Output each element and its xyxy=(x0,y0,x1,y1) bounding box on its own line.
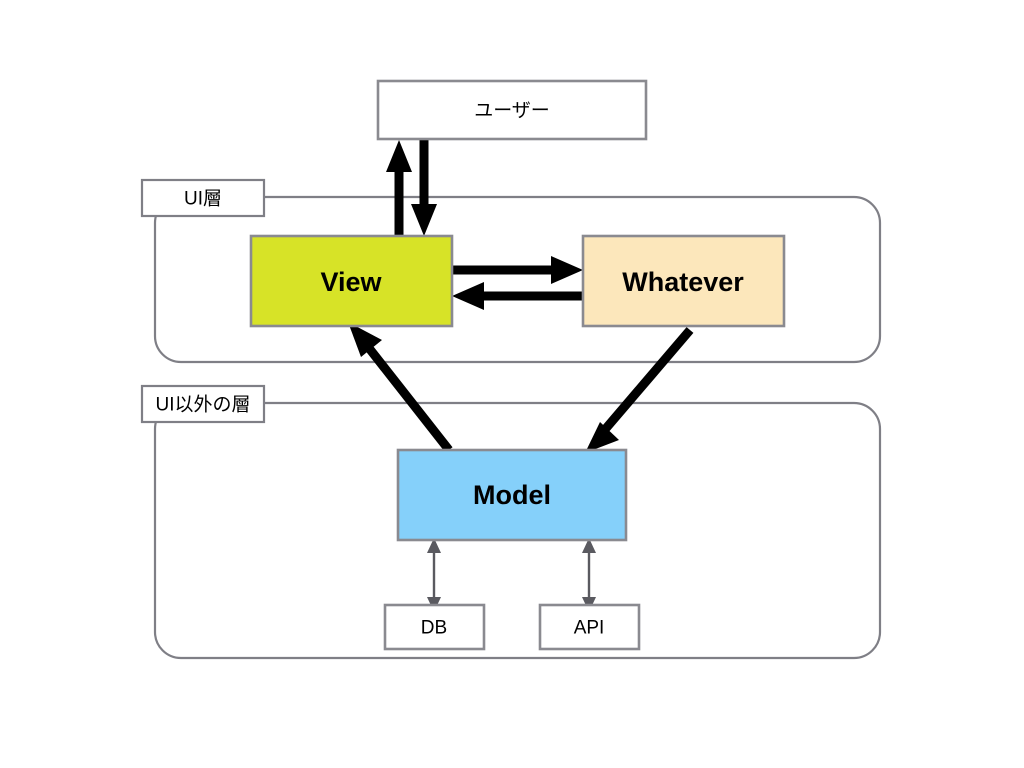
node-api[interactable]: API xyxy=(538,603,641,651)
ui-layer-label[interactable]: UI層 xyxy=(140,178,266,218)
node-view[interactable]: View xyxy=(249,234,454,328)
node-db[interactable]: DB xyxy=(383,603,486,651)
node-model[interactable]: Model xyxy=(396,448,628,542)
edge-view-to-user xyxy=(386,140,412,237)
user-label: ユーザー xyxy=(474,101,550,122)
whatever-label: Whatever xyxy=(622,267,744,297)
ui-layer-container[interactable] xyxy=(153,195,882,364)
api-box xyxy=(538,603,641,651)
ui-layer-label-box xyxy=(140,178,266,218)
edge-model-api xyxy=(582,538,596,612)
edge-user-to-view xyxy=(411,140,437,236)
node-user[interactable]: ユーザー xyxy=(376,79,648,141)
db-box xyxy=(383,603,486,651)
edge-view-to-whatever xyxy=(452,256,583,284)
api-label: API xyxy=(574,618,605,639)
edge-whatever-to-view xyxy=(452,282,583,310)
user-box xyxy=(376,79,648,141)
model-label: Model xyxy=(473,480,551,510)
edge-whatever-to-model xyxy=(585,327,694,453)
edge-model-to-view xyxy=(348,322,453,453)
non-ui-layer-label-text: UI以外の層 xyxy=(155,394,250,416)
non-ui-layer-container[interactable] xyxy=(153,401,882,660)
non-ui-layer-label-box xyxy=(140,384,266,424)
ui-layer-label-text: UI層 xyxy=(184,189,222,210)
view-box xyxy=(249,234,454,328)
view-label: View xyxy=(320,267,382,297)
model-box xyxy=(396,448,628,542)
node-whatever[interactable]: Whatever xyxy=(581,234,786,328)
edge-model-db xyxy=(427,538,441,612)
db-label: DB xyxy=(421,618,447,639)
non-ui-layer-label[interactable]: UI以外の層 xyxy=(140,384,266,424)
whatever-box xyxy=(581,234,786,328)
